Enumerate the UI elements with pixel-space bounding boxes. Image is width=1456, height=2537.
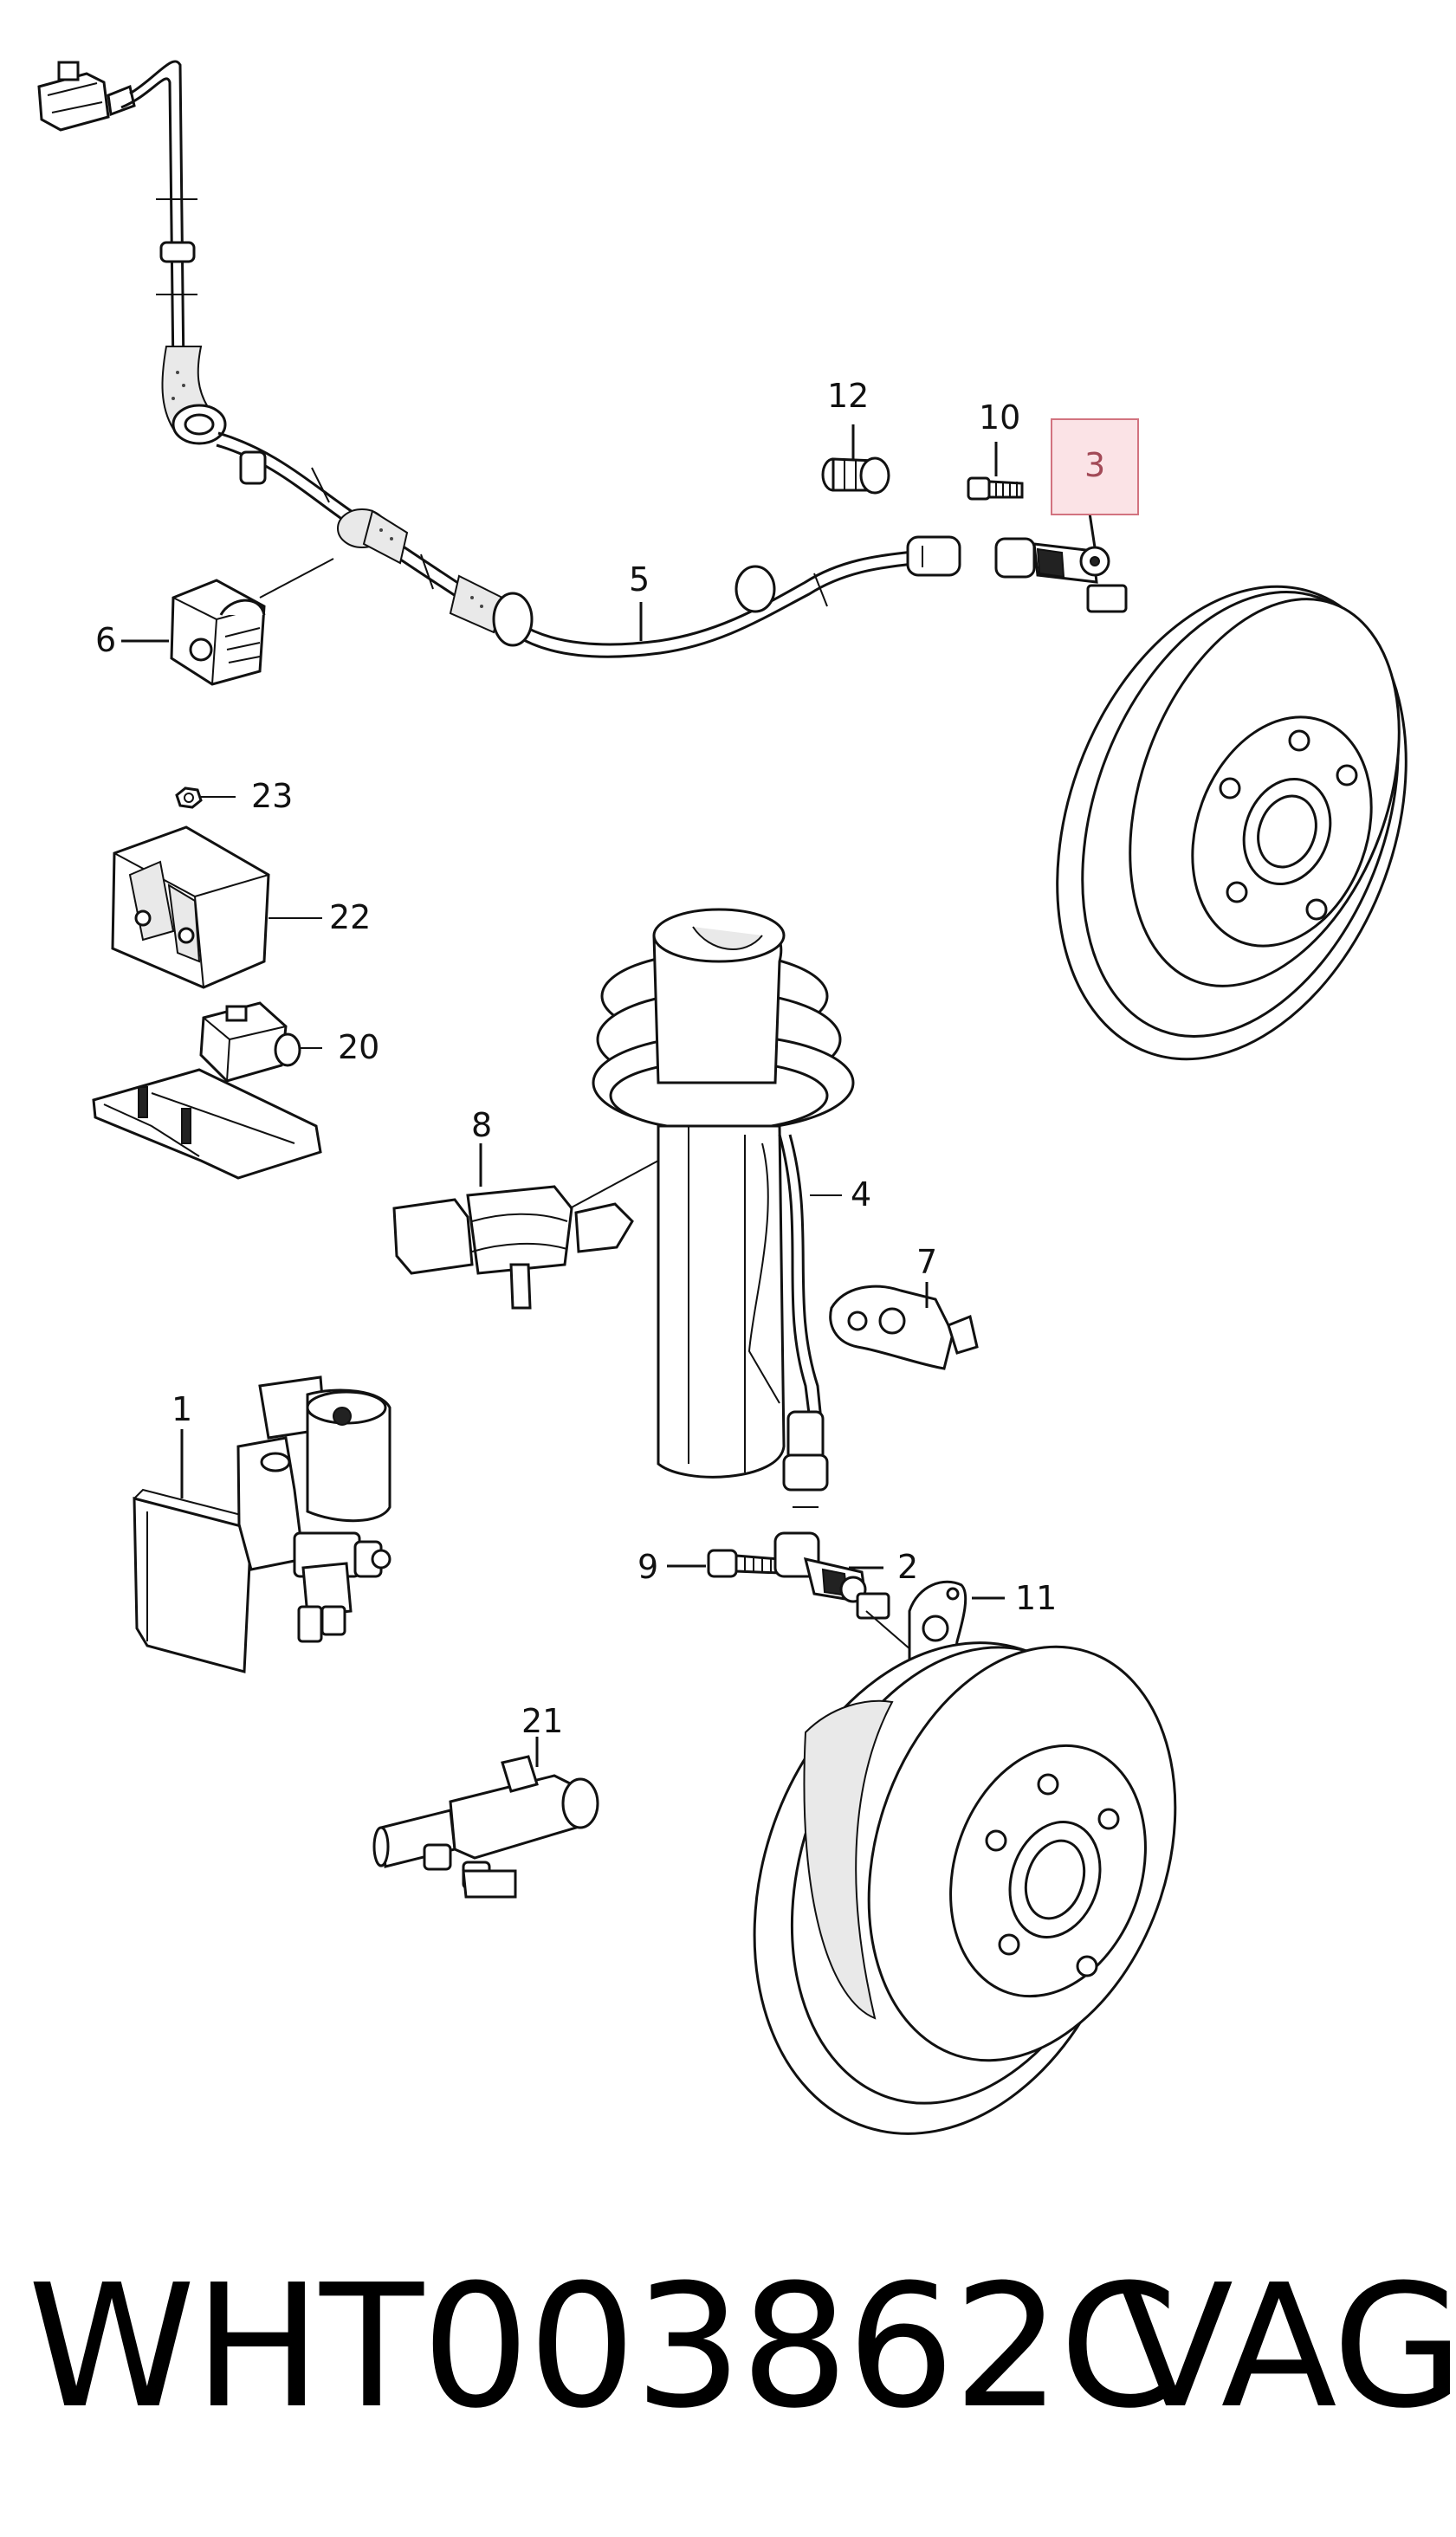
callout-6: 6 xyxy=(95,621,116,659)
part-1-abs-unit xyxy=(133,1375,392,1673)
part-21-connector xyxy=(372,1737,599,1899)
part-8-clamp xyxy=(392,1143,659,1310)
callout-12: 12 xyxy=(827,377,869,415)
part-2-speed-sensor xyxy=(773,1531,932,1668)
callout-3-highlight xyxy=(1051,418,1139,515)
brake-disc-lower xyxy=(753,1641,1177,2135)
callout-labels: 12 10 5 6 23 22 20 8 4 7 1 9 2 11 21 3 xyxy=(95,377,1139,1740)
callout-22: 22 xyxy=(329,898,371,936)
callout-11: 11 xyxy=(1015,1579,1057,1617)
abs-wiring-harness xyxy=(37,60,961,658)
part-10-bolt xyxy=(967,476,1024,501)
callout-3: 3 xyxy=(1084,446,1105,484)
callout-7: 7 xyxy=(916,1243,937,1281)
part-number: WHT003862C xyxy=(28,2249,1178,2446)
part-12-plug xyxy=(821,456,890,495)
part-23-nut xyxy=(175,786,236,809)
callout-8: 8 xyxy=(471,1106,492,1144)
callout-10: 10 xyxy=(979,398,1020,437)
part-4-strut-assembly xyxy=(592,908,855,1508)
callout-23: 23 xyxy=(251,777,293,815)
footer: WHT003862C VAG xyxy=(0,2235,1456,2460)
part-22-bracket xyxy=(111,825,322,989)
brake-disc-upper xyxy=(1056,585,1407,1061)
part-20-sensor xyxy=(92,1001,322,1180)
callout-20: 20 xyxy=(338,1028,379,1066)
callout-2: 2 xyxy=(897,1548,918,1586)
callout-4: 4 xyxy=(851,1175,871,1213)
parts-diagram: 12 10 5 6 23 22 20 8 4 7 1 9 2 11 21 3 xyxy=(37,60,1407,2135)
harness-plug-top xyxy=(37,61,136,132)
callout-1: 1 xyxy=(171,1390,192,1428)
callout-21: 21 xyxy=(521,1702,563,1740)
callout-5: 5 xyxy=(629,560,650,599)
part-9-bolt xyxy=(667,1549,781,1578)
cable-holder-6 xyxy=(170,558,334,686)
part-7-bracket xyxy=(829,1282,979,1370)
part-3-wheel-speed-sensor xyxy=(994,489,1128,613)
callout-9: 9 xyxy=(637,1548,658,1586)
brand-name: VAG xyxy=(1117,2249,1456,2446)
